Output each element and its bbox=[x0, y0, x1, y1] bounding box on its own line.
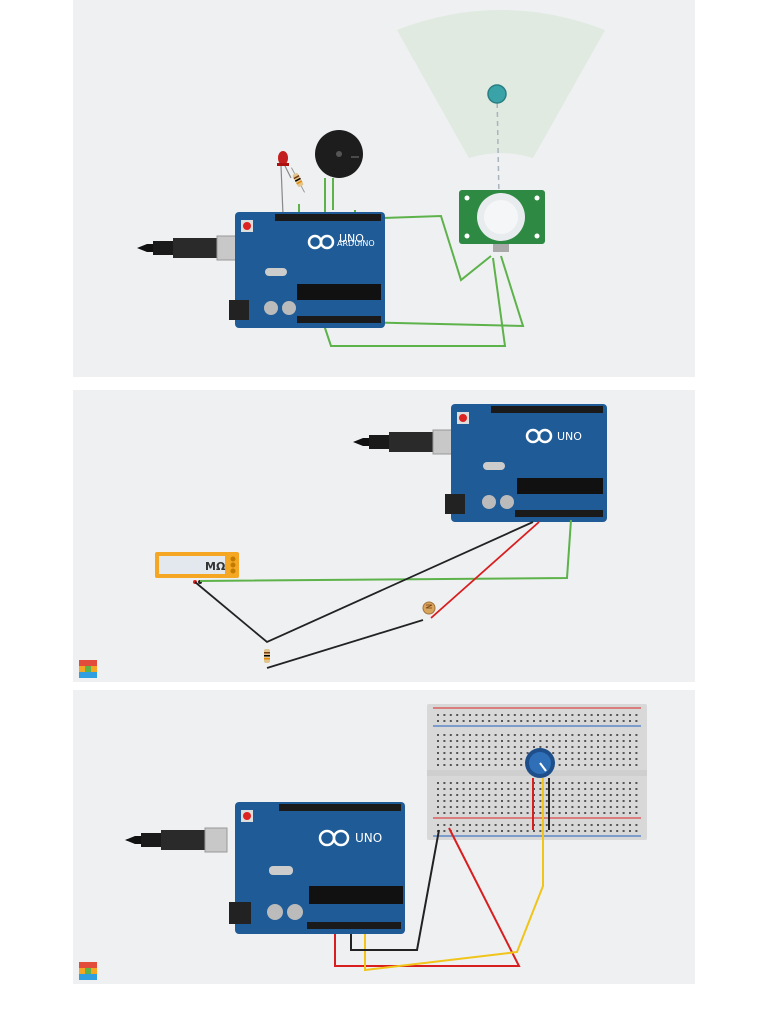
arduino-uno-board[interactable]: ARDUINO UNO bbox=[229, 212, 385, 328]
wire-black[interactable] bbox=[350, 829, 440, 951]
arduino-uno-board[interactable]: UNO bbox=[445, 404, 607, 522]
resistor[interactable] bbox=[289, 166, 307, 194]
board-brand: ARDUINO bbox=[337, 239, 375, 248]
usb-cable[interactable] bbox=[352, 429, 456, 455]
wire-red[interactable] bbox=[430, 521, 540, 619]
photoresistor[interactable] bbox=[422, 601, 436, 615]
piezo-buzzer[interactable] bbox=[315, 130, 363, 178]
board-model: UNO bbox=[355, 831, 382, 845]
board-model: UNO bbox=[339, 232, 364, 245]
wire-red[interactable] bbox=[334, 827, 521, 967]
potentiometer-circuit-panel: UNO bbox=[73, 690, 695, 984]
tinkercad-logo bbox=[79, 962, 97, 980]
wire-yellow[interactable] bbox=[364, 778, 544, 972]
wire-green[interactable] bbox=[199, 519, 572, 582]
arduino-uno-board[interactable]: UNO bbox=[229, 802, 405, 934]
pir-target-dot[interactable] bbox=[487, 84, 507, 104]
pir-circuit-panel: ARDUINO UNO bbox=[73, 0, 695, 377]
board-model: UNO bbox=[557, 430, 582, 443]
tinkercad-logo bbox=[79, 660, 97, 678]
wire-black-1[interactable] bbox=[194, 521, 534, 644]
usb-cable[interactable] bbox=[124, 827, 228, 853]
wire-black-2[interactable] bbox=[266, 619, 424, 669]
resistor[interactable] bbox=[264, 649, 270, 663]
pir-motion-sensor[interactable] bbox=[459, 190, 545, 252]
red-led[interactable] bbox=[277, 151, 292, 216]
multimeter[interactable]: MΩ bbox=[155, 552, 239, 584]
photoresistor-circuit-panel: UNO MΩ bbox=[73, 390, 695, 682]
usb-cable[interactable] bbox=[136, 235, 240, 261]
multimeter-unit: MΩ bbox=[205, 560, 226, 573]
pir-detection-zone bbox=[397, 10, 605, 158]
potentiometer[interactable] bbox=[525, 748, 555, 778]
